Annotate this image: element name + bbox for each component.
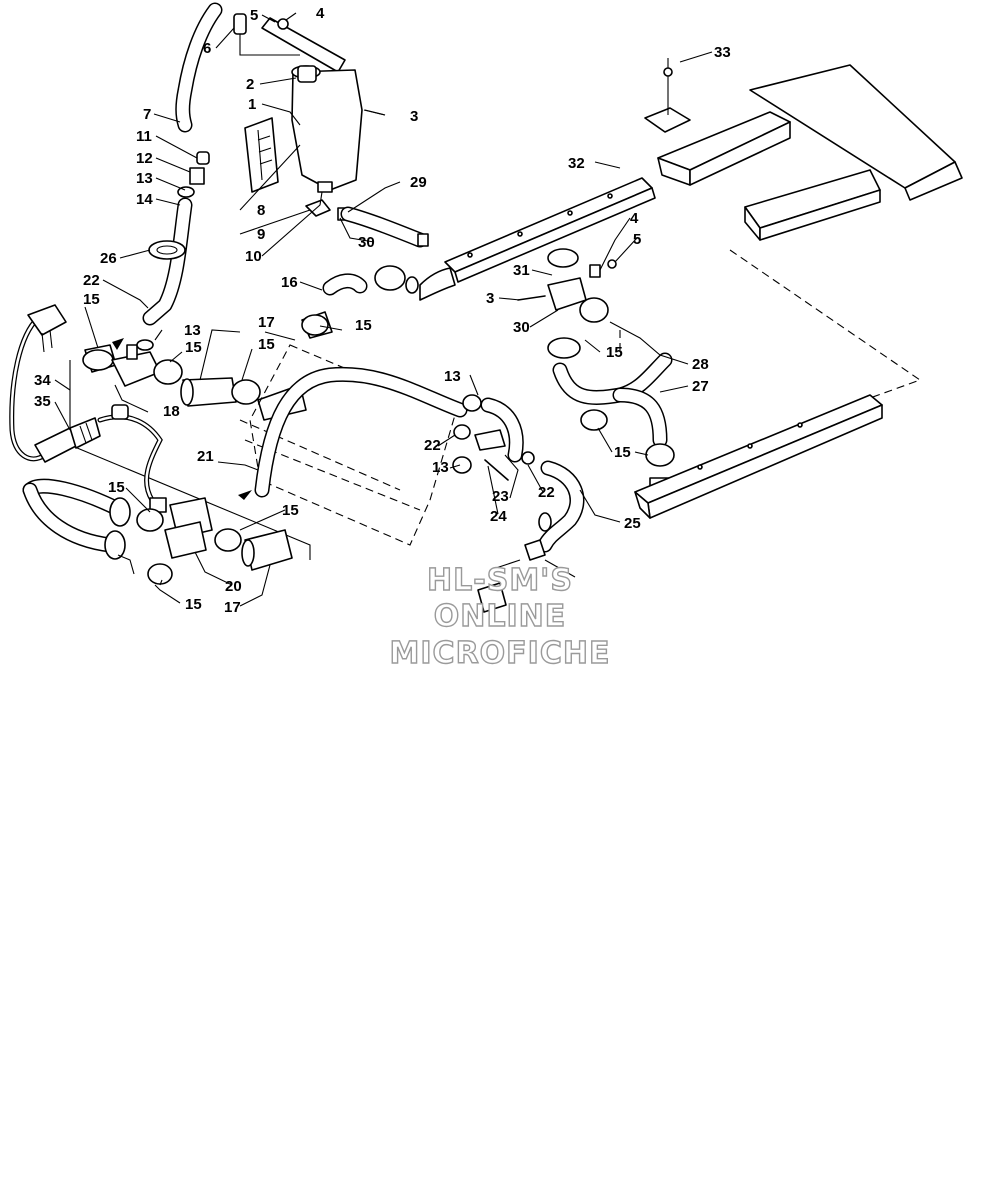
callout-32: 31 <box>513 262 530 279</box>
callout-6: 6 <box>203 40 211 57</box>
callout-15-i: 15 <box>614 444 631 461</box>
callout-11: 11 <box>136 128 152 145</box>
right-hose-assembly <box>452 394 585 613</box>
callout-30: 30 <box>358 234 375 251</box>
radiator-lower <box>634 394 883 519</box>
callout-13-b: 13 <box>184 322 201 339</box>
callout-35: 34 <box>34 372 51 389</box>
callout-9: 9 <box>257 226 265 243</box>
callout-10: 10 <box>245 248 262 265</box>
vent-hose <box>142 197 193 326</box>
heat-exchanger <box>644 58 963 241</box>
callout-2: 2 <box>246 76 254 93</box>
callout-22-a: 22 <box>83 272 100 289</box>
callout-28: 28 <box>692 356 709 373</box>
callout-15-c: 15 <box>258 336 275 353</box>
callout-25: 25 <box>624 515 641 532</box>
guide-lines <box>619 249 922 399</box>
thermostat-housing <box>517 248 617 359</box>
watermark-line-1: HL-SM'S <box>427 563 573 598</box>
callout-17-b: 17 <box>224 599 241 616</box>
callout-14: 14 <box>136 191 153 208</box>
callout-labels: 5 4 6 2 1 3 7 11 12 13 14 8 9 10 29 30 2… <box>34 5 731 616</box>
callout-15-g: 15 <box>185 596 202 613</box>
engine-frame-section <box>238 265 468 546</box>
callout-18: 18 <box>163 403 180 420</box>
callout-15-h: 15 <box>606 344 623 361</box>
leader-lines <box>54 12 713 607</box>
coolant-bottle-assembly <box>175 2 429 248</box>
callout-13-a: 13 <box>136 170 153 187</box>
callout-13-c: 13 <box>444 368 461 385</box>
callout-15-e: 15 <box>108 479 125 496</box>
callout-12: 12 <box>136 150 153 167</box>
callout-20: 20 <box>225 578 242 595</box>
callout-1: 1 <box>248 96 256 113</box>
left-hose-assembly <box>9 304 311 585</box>
hose-clamp-26 <box>148 240 186 260</box>
radiator-hoses <box>552 352 675 499</box>
callout-16: 16 <box>281 274 298 291</box>
callout-7: 7 <box>143 106 151 123</box>
callout-15-b: 15 <box>185 339 202 356</box>
callout-5: 5 <box>250 7 258 24</box>
watermark-line-3: MICROFICHE <box>390 636 611 671</box>
callout-33: 32 <box>568 155 585 172</box>
callout-3: 3 <box>410 108 418 125</box>
callout-13-d: 13 <box>432 459 449 476</box>
callout-24: 24 <box>490 508 507 525</box>
callout-15-a: 15 <box>83 291 100 308</box>
callout-4: 4 <box>316 5 325 22</box>
callout-21: 21 <box>197 448 214 465</box>
watermark: HL-SM'S ONLINE MICROFICHE <box>389 562 611 671</box>
callout-29: 29 <box>410 174 427 191</box>
callout-17-a: 17 <box>258 314 275 331</box>
callout-27: 27 <box>692 378 709 395</box>
callout-36: 35 <box>34 393 51 410</box>
callout-4-b: 4 <box>630 210 639 227</box>
callout-23: 23 <box>492 488 509 505</box>
watermark-line-2: ONLINE <box>434 599 567 634</box>
callout-31: 30 <box>513 319 530 336</box>
callout-5-b: 5 <box>633 231 641 248</box>
callout-26: 26 <box>100 250 117 267</box>
callout-22-c: 22 <box>538 484 555 501</box>
callout-34: 33 <box>714 44 731 61</box>
callout-8: 8 <box>257 202 265 219</box>
callout-15-d: 15 <box>355 317 372 334</box>
radiator-upper <box>419 177 656 301</box>
callout-3-b: 3 <box>486 290 494 307</box>
callout-22-b: 22 <box>424 437 441 454</box>
callout-15-f: 15 <box>282 502 299 519</box>
